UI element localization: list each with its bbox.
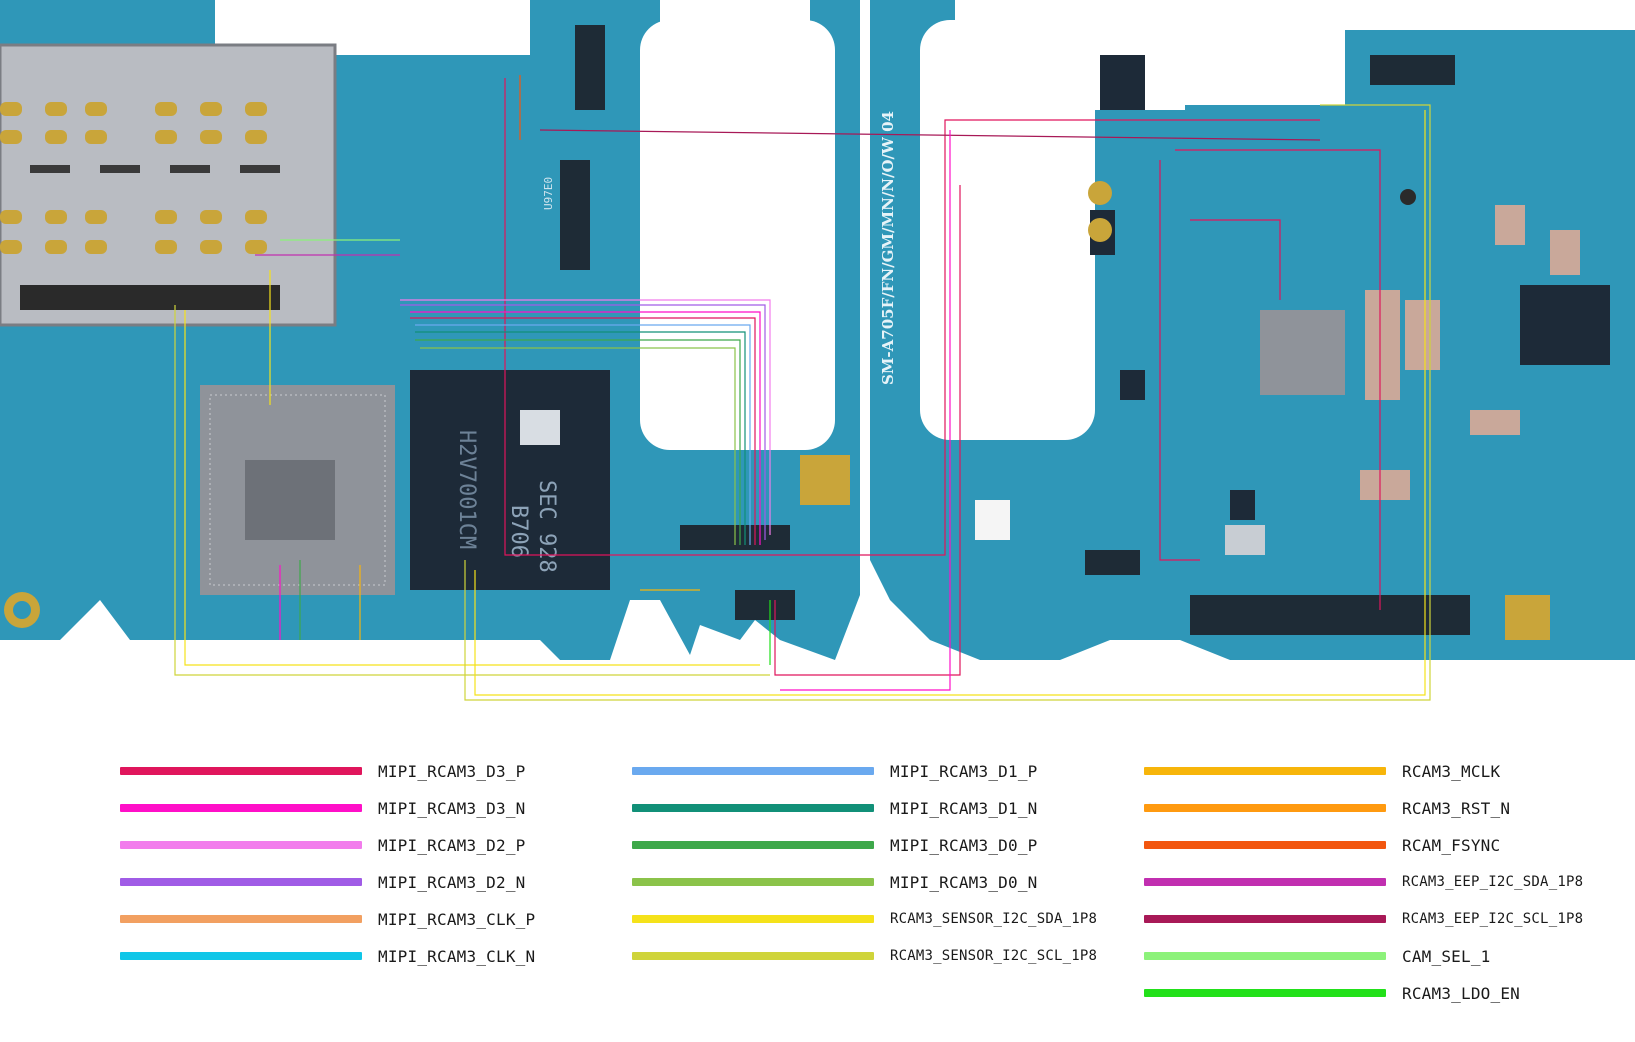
legend-item: CAM_SEL_1 [1144, 945, 1491, 967]
legend-item: MIPI_RCAM3_D3_N [120, 797, 526, 819]
legend-swatch [1144, 804, 1386, 812]
soc-bga [200, 385, 395, 595]
legend-swatch [120, 804, 362, 812]
legend-swatch [120, 952, 362, 960]
legend-swatch [632, 767, 874, 775]
connector-text: U97E0 [542, 177, 555, 210]
legend-swatch [632, 952, 874, 960]
legend-swatch [120, 915, 362, 923]
right-board-ics [4, 55, 1610, 628]
legend-swatch [632, 841, 874, 849]
legend-item: RCAM3_MCLK [1144, 760, 1500, 782]
legend-label: MIPI_RCAM3_CLK_N [378, 946, 536, 966]
legend-swatch [120, 767, 362, 775]
legend-label: MIPI_RCAM3_D1_P [890, 761, 1038, 781]
legend-swatch [632, 804, 874, 812]
legend-label: MIPI_RCAM3_D2_P [378, 835, 526, 855]
legend-swatch [1144, 915, 1386, 923]
legend-swatch [632, 915, 874, 923]
legend-item: RCAM3_EEP_I2C_SCL_1P8 [1144, 908, 1583, 930]
legend-item: MIPI_RCAM3_D1_N [632, 797, 1038, 819]
legend-label: RCAM3_SENSOR_I2C_SCL_1P8 [890, 948, 1098, 964]
chip-text-3: H2V7001CM [454, 430, 479, 549]
legend-swatch [120, 841, 362, 849]
legend-item: RCAM3_RST_N [1144, 797, 1510, 819]
legend-label: RCAM3_LDO_EN [1402, 983, 1520, 1003]
board-connectors: U97E0 [542, 25, 1550, 640]
legend-item: MIPI_RCAM3_D2_N [120, 871, 526, 893]
legend-item: RCAM_FSYNC [1144, 834, 1500, 856]
legend-label: RCAM3_SENSOR_I2C_SDA_1P8 [890, 911, 1098, 927]
memory-chip: SEC 928 B706 H2V7001CM [410, 370, 610, 590]
chip-text-1: SEC 928 [534, 480, 559, 573]
legend-label: MIPI_RCAM3_CLK_P [378, 909, 536, 929]
legend-label: MIPI_RCAM3_D0_N [890, 872, 1038, 892]
legend-item: MIPI_RCAM3_CLK_P [120, 908, 535, 930]
legend-label: MIPI_RCAM3_D0_P [890, 835, 1038, 855]
legend-label: MIPI_RCAM3_D3_P [378, 761, 526, 781]
silkscreen-model: SM-A705F/FN/GM/MN/N/O/W 04 [879, 111, 897, 385]
legend-label: RCAM_FSYNC [1402, 835, 1501, 855]
legend-swatch [1144, 878, 1386, 886]
legend-item: MIPI_RCAM3_D0_P [632, 834, 1038, 856]
legend-label: CAM_SEL_1 [1402, 946, 1491, 966]
legend-swatch [1144, 989, 1386, 997]
legend-swatch [1144, 841, 1386, 849]
legend-label: RCAM3_EEP_I2C_SDA_1P8 [1402, 874, 1584, 890]
legend-label: MIPI_RCAM3_D2_N [378, 872, 526, 892]
legend-label: RCAM3_RST_N [1402, 798, 1511, 818]
legend-item: RCAM3_SENSOR_I2C_SCL_1P8 [632, 945, 1097, 967]
right-pcb [870, 0, 1635, 660]
legend-item: RCAM3_LDO_EN [1144, 982, 1520, 1004]
signal-traces [174, 75, 1431, 701]
legend-swatch [120, 878, 362, 886]
legend-swatch [1144, 952, 1386, 960]
legend-item: MIPI_RCAM3_D0_N [632, 871, 1038, 893]
legend-label: RCAM3_EEP_I2C_SCL_1P8 [1402, 911, 1584, 927]
chip-text-2: B706 [506, 505, 531, 558]
legend-swatch [632, 878, 874, 886]
legend-label: MIPI_RCAM3_D1_N [890, 798, 1038, 818]
legend-item: MIPI_RCAM3_D1_P [632, 760, 1038, 782]
pcb-board-view: SEC 928 B706 H2V7001CM U97E0 [0, 0, 1635, 701]
legend-label: MIPI_RCAM3_D3_N [378, 798, 526, 818]
legend-label: RCAM3_MCLK [1402, 761, 1501, 781]
legend-item: MIPI_RCAM3_CLK_N [120, 945, 535, 967]
sim-shield [0, 43, 337, 327]
legend-item: MIPI_RCAM3_D3_P [120, 760, 526, 782]
legend-swatch [1144, 767, 1386, 775]
legend-item: RCAM3_EEP_I2C_SDA_1P8 [1144, 871, 1583, 893]
signal-legend: MIPI_RCAM3_D3_P MIPI_RCAM3_D3_N MIPI_RCAM3… [0, 760, 1635, 1042]
legend-item: MIPI_RCAM3_D2_P [120, 834, 526, 856]
legend-item: RCAM3_SENSOR_I2C_SDA_1P8 [632, 908, 1097, 930]
